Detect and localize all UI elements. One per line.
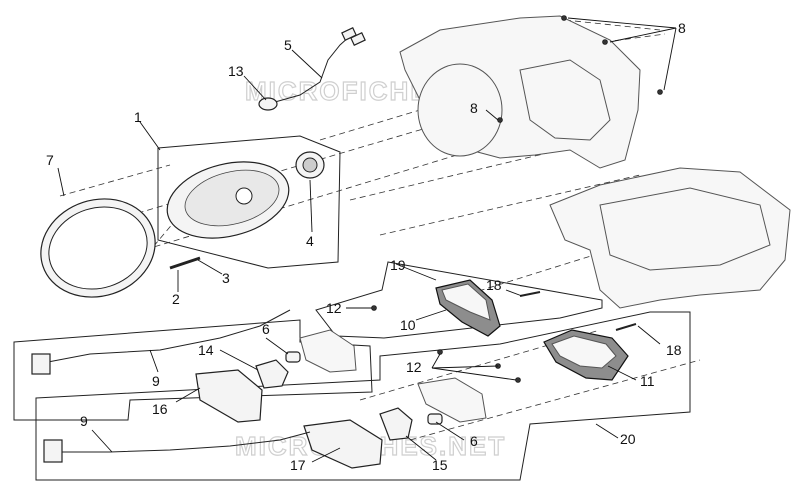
callout-6-upper: 6 <box>262 321 270 337</box>
bulb-holder-15 <box>379 407 413 441</box>
callout-4: 4 <box>306 233 314 249</box>
callout-8-middle: 8 <box>470 100 478 116</box>
callout-3: 3 <box>222 270 230 286</box>
screw-8 <box>602 39 608 45</box>
callout-11: 11 <box>640 373 655 389</box>
screw-8 <box>657 89 663 95</box>
callout-2: 2 <box>172 291 180 307</box>
headlight-group-frame <box>157 135 341 269</box>
callout-13: 13 <box>228 63 244 79</box>
harness-connector-lower <box>43 439 63 463</box>
alignment-line <box>409 359 701 441</box>
leader-lines <box>57 17 677 463</box>
callout-12-upper: 12 <box>326 300 342 316</box>
group-9-frame <box>13 319 373 421</box>
bulb-holder-14 <box>255 359 289 389</box>
callout-12-lower: 12 <box>406 359 422 375</box>
callout-6-lower: 6 <box>470 433 478 449</box>
group-19-frame <box>315 261 603 339</box>
handlebar-cover-lower-rib <box>599 187 771 271</box>
bulb-6-lower <box>427 413 443 425</box>
screw-8 <box>561 15 567 21</box>
headlight-rim-inner <box>48 206 148 290</box>
turn-signal-housing-right-face <box>551 335 617 369</box>
bulb-socket-plate-lower <box>417 377 487 423</box>
headlight-reflector <box>184 169 280 227</box>
harness-connector-upper <box>31 353 51 375</box>
callout-7: 7 <box>46 152 54 168</box>
alignment-line <box>349 149 561 201</box>
bulb-6-upper <box>285 351 301 363</box>
callout-19: 19 <box>390 257 406 273</box>
wiring-harness-upper <box>47 309 291 363</box>
bulb-wire <box>274 35 351 103</box>
callout-10: 10 <box>400 317 416 333</box>
alignment-line <box>319 109 421 141</box>
wire-connector-b <box>350 32 366 46</box>
alignment-line <box>59 164 171 197</box>
bulb-socket-plate-upper <box>299 329 357 373</box>
headlight-opening <box>417 63 503 157</box>
callout-9-upper: 9 <box>152 373 160 389</box>
adjuster-spring <box>179 257 193 263</box>
turn-signal-housing-left-face <box>441 283 491 321</box>
headlight-bulb-socket <box>235 187 253 205</box>
screw-8 <box>497 117 503 123</box>
callout-1: 1 <box>134 109 142 125</box>
small-bulb <box>258 97 278 111</box>
callout-16: 16 <box>152 401 168 417</box>
turn-signal-lens-16 <box>195 369 263 423</box>
screw-12 <box>437 349 443 355</box>
wiring-harness-lower <box>62 431 311 453</box>
callout-18-lower: 18 <box>666 342 682 358</box>
adjuster-screw <box>169 256 201 270</box>
screw-18 <box>519 291 541 297</box>
callout-14: 14 <box>198 342 214 358</box>
alignment-line <box>564 19 661 31</box>
alignment-line <box>449 249 611 301</box>
screw-12 <box>515 377 521 383</box>
alignment-line <box>379 174 641 236</box>
callout-20: 20 <box>620 431 636 447</box>
callout-5: 5 <box>284 37 292 53</box>
group-20-frame <box>35 311 691 481</box>
alignment-line <box>359 329 601 401</box>
callout-8-upper: 8 <box>678 20 686 36</box>
bulb-holder-center <box>302 157 318 173</box>
callout-18-upper: 18 <box>486 277 502 293</box>
screw-18 <box>615 323 637 331</box>
handlebar-cover-inner-detail <box>519 59 611 141</box>
callout-17: 17 <box>290 457 306 473</box>
callout-9-lower: 9 <box>80 413 88 429</box>
callout-15: 15 <box>432 457 448 473</box>
screw-12 <box>371 305 377 311</box>
turn-signal-lens-17 <box>303 419 383 469</box>
